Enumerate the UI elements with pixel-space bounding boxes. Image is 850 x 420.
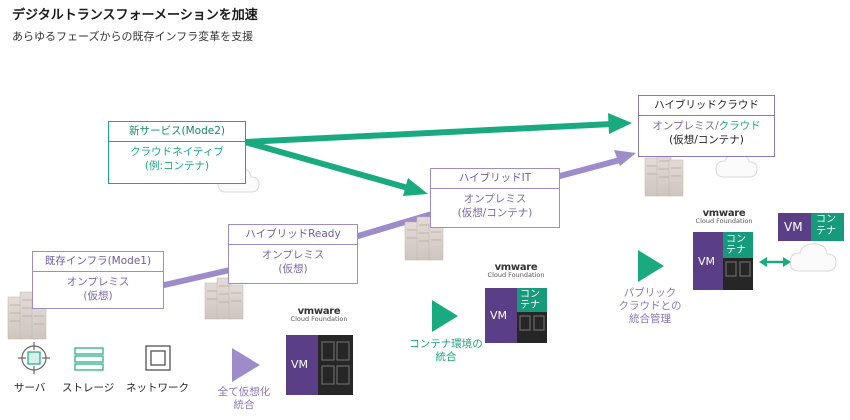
step-label-public-cloud: パブリック クラウドとの 統合管理 [608, 287, 692, 326]
box-hybrid-it-line2: (仮想/コンテナ) [457, 207, 533, 219]
step-label-container: コンテナ環境の 統合 [398, 338, 494, 364]
cloud-icon [789, 243, 837, 272]
network-icon [145, 345, 171, 371]
box-mode1-title: 既存インフラ(Mode1) [33, 252, 163, 272]
vm-badge [778, 213, 811, 241]
step-label-container-line2: 統合 [435, 351, 457, 363]
purple-arrowhead [614, 150, 636, 166]
server-stack-1 [7, 291, 47, 340]
green-arrowhead-top [608, 113, 632, 134]
legend-storage: ストレージ [62, 382, 115, 394]
vm-label: VM [784, 220, 803, 234]
step-label-virtualize-line1: 全て仮想化 [217, 386, 271, 398]
hybrid-cloud-cloud: クラウド [718, 120, 761, 132]
green-arrows [242, 121, 615, 191]
hybrid-cloud-onprem: オンプレミス [652, 120, 716, 132]
vmware-logo-3: vmware Cloud Foundation [684, 208, 764, 225]
box-hybrid-it-line1: オンプレミス [463, 193, 527, 205]
container-label: コン テナ [816, 214, 836, 238]
step-label-public-cloud-line1: パブリック [623, 287, 677, 299]
hybrid-cloud-separator: / [715, 120, 719, 132]
box-hybrid-it-title: ハイブリッドIT [431, 169, 559, 189]
box-mode1-line1: オンプレミス [66, 276, 130, 288]
box-hybrid-ready-line1: オンプレミス [261, 249, 325, 261]
step-triangle-green [432, 300, 458, 332]
box-mode1: 既存インフラ(Mode1) オンプレミス (仮想) [32, 251, 164, 309]
box-hybrid-ready: ハイブリッドReady オンプレミス (仮想) [228, 224, 358, 284]
box-hybrid-ready-line2: (仮想) [278, 263, 308, 275]
container-label: コン テナ [726, 234, 746, 256]
green-arrowhead-mid [403, 178, 428, 196]
vmware-brand: vmware [297, 306, 341, 317]
storage-icon [74, 347, 104, 371]
vmware-logo-1: vmware Cloud Foundation [276, 306, 362, 323]
step-label-virtualize: 全て仮想化 統合 [204, 386, 284, 412]
server-stack-4 [644, 152, 684, 197]
step-label-virtualize-line2: 統合 [233, 399, 255, 411]
container-label-b: テナ [816, 226, 836, 237]
box-hybrid-cloud-title: ハイブリッドクラウド [639, 96, 774, 116]
container-label: コン テナ [520, 289, 540, 311]
box-hybrid-cloud-line1: オンプレミス/クラウド [639, 119, 774, 133]
container-badge [811, 213, 844, 241]
step-label-public-cloud-line3: 統合管理 [629, 313, 671, 325]
page-title: デジタルトランスフォーメーションを加速 [12, 8, 258, 23]
box-hybrid-cloud: ハイブリッドクラウド オンプレミス/クラウド (仮想/コンテナ) [638, 95, 775, 157]
vmware-brand: vmware [702, 208, 746, 219]
step-triangle-purple [232, 348, 260, 382]
step-triangle-green [638, 250, 664, 282]
vm-label: VM [490, 309, 508, 322]
vmware-product: Cloud Foundation [695, 217, 753, 225]
box-hybrid-ready-title: ハイブリッドReady [229, 225, 357, 245]
step-label-public-cloud-line2: クラウドとの [618, 300, 682, 312]
container-label-a: コン [726, 234, 746, 245]
server-stack-3 [404, 216, 444, 261]
box-mode2-line1: クラウドネイティブ [130, 146, 224, 158]
box-mode2: 新サービス(Mode2) クラウドネイティブ (例:コンテナ) [108, 121, 246, 184]
step-label-container-line1: コンテナ環境の [409, 338, 483, 350]
server-icon [18, 342, 50, 374]
vm-label: VM [291, 358, 309, 371]
container-label-a: コン [520, 289, 540, 300]
vmware-cluster-3 [693, 232, 753, 290]
box-mode1-line2: (仮想) [83, 290, 113, 302]
box-hybrid-it: ハイブリッドIT オンプレミス (仮想/コンテナ) [430, 168, 560, 228]
vmware-product: Cloud Foundation [290, 315, 348, 323]
vmware-logo-2: vmware Cloud Foundation [476, 262, 556, 279]
box-mode2-line2: (例:コンテナ) [144, 160, 210, 172]
box-hybrid-cloud-line2: (仮想/コンテナ) [669, 134, 744, 146]
box-mode2-title: 新サービス(Mode2) [109, 122, 245, 142]
vmware-product: Cloud Foundation [487, 271, 545, 279]
vm-label: VM [698, 255, 716, 268]
double-arrow-icon [759, 257, 791, 267]
vmware-cluster-1 [286, 335, 353, 395]
container-label-b: テナ [726, 245, 746, 256]
page-subtitle: あらゆるフェーズからの既存インフラ変革を支援 [12, 30, 254, 43]
vmware-brand: vmware [494, 262, 538, 273]
vmware-cluster-2 [485, 288, 547, 343]
server-stack-2 [204, 277, 244, 320]
container-label-b: テナ [520, 300, 540, 311]
legend-server: サーバ [14, 382, 46, 394]
container-label-a: コン [816, 214, 836, 225]
legend-network: ネットワーク [126, 382, 189, 394]
